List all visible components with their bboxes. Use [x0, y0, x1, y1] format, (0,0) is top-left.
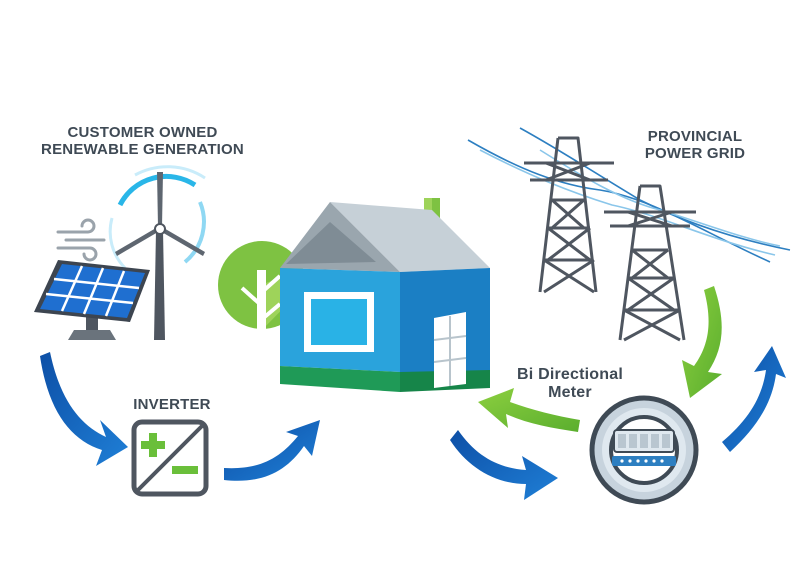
label-inverter: INVERTER [112, 396, 232, 413]
label-line: PROVINCIAL [647, 128, 743, 145]
label-line: POWER GRID [644, 145, 746, 163]
label-line: INVERTER [133, 396, 211, 413]
power-tower-icon [524, 136, 696, 342]
inverter-icon [131, 419, 209, 497]
label-line: RENEWABLE GENERATION [41, 141, 244, 159]
flow-arrow-icon [450, 430, 558, 500]
label-line: Meter [548, 384, 592, 402]
label-line: Bi Directional [517, 366, 623, 383]
solar-panel-icon [34, 260, 150, 340]
label-line: CUSTOMER OWNED [67, 124, 218, 141]
wind-turbine-icon [108, 165, 206, 340]
house-icon [280, 198, 490, 392]
flow-arrow-icon [682, 286, 722, 398]
label-customer-owned-generation: CUSTOMER OWNED RENEWABLE GENERATION [40, 124, 245, 159]
wind-gust-icon [56, 218, 106, 262]
label-provincial-power-grid: PROVINCIAL POWER GRID [615, 128, 775, 163]
electric-meter-icon [589, 395, 699, 505]
label-bi-directional-meter: Bi Directional Meter [500, 366, 640, 403]
flow-arrow-icon [224, 420, 320, 481]
flow-arrow-icon [40, 352, 128, 466]
flow-arrow-icon [722, 346, 786, 452]
flow-arrow-icon [478, 388, 580, 432]
